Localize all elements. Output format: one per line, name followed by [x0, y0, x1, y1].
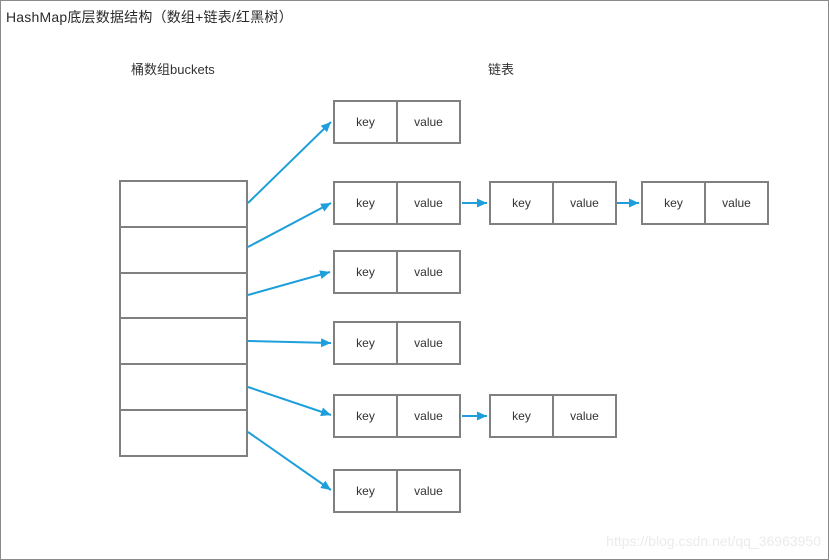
value-cell: value [414, 196, 443, 210]
arrow-bucket3-to-node [247, 338, 332, 348]
kv-node-bucket5-0: key value [333, 469, 461, 513]
arrow-bucket5-to-node [247, 431, 332, 491]
key-cell: key [335, 252, 398, 292]
kv-node-bucket1-2: key value [641, 181, 769, 225]
bucket-cell-3 [121, 317, 246, 363]
bucket-array [119, 180, 248, 457]
bucket-cell-4 [121, 363, 246, 409]
kv-node-bucket1-1: key value [489, 181, 617, 225]
key-cell: key [643, 183, 706, 223]
diagram-title: HashMap底层数据结构（数组+链表/红黑树） [6, 9, 293, 25]
arrow-bucket1-to-node [247, 202, 332, 248]
kv-node-bucket4-1: key value [489, 394, 617, 438]
key-cell: key [335, 183, 398, 223]
bucket-cell-1 [121, 225, 246, 272]
bucket-cell-5 [121, 409, 246, 455]
key-cell: key [335, 396, 398, 436]
linked-list-label: 链表 [488, 62, 515, 77]
kv-node-bucket0-0: key value [333, 100, 461, 144]
arrow-bucket0-to-node [247, 121, 332, 204]
value-cell: value [722, 196, 751, 210]
arrow-bucket2-to-node [247, 270, 331, 296]
value-cell: value [414, 115, 443, 129]
watermark: https://blog.csdn.net/qq_36963950 [606, 533, 821, 549]
value-cell: value [570, 409, 599, 423]
kv-node-bucket3-0: key value [333, 321, 461, 365]
key-cell: key [335, 471, 398, 511]
value-cell: value [414, 409, 443, 423]
kv-node-bucket1-0: key value [333, 181, 461, 225]
kv-node-bucket4-0: key value [333, 394, 461, 438]
value-cell: value [414, 336, 443, 350]
key-cell: key [491, 396, 554, 436]
key-cell: key [335, 102, 398, 142]
bucket-cell-0 [121, 182, 246, 226]
value-cell: value [414, 484, 443, 498]
value-cell: value [570, 196, 599, 210]
kv-node-bucket2-0: key value [333, 250, 461, 294]
bucket-cell-2 [121, 271, 246, 318]
key-cell: key [335, 323, 398, 363]
bucket-array-label: 桶数组buckets [131, 62, 215, 77]
arrow-bucket4-to-node [247, 386, 332, 417]
value-cell: value [414, 265, 443, 279]
key-cell: key [491, 183, 554, 223]
